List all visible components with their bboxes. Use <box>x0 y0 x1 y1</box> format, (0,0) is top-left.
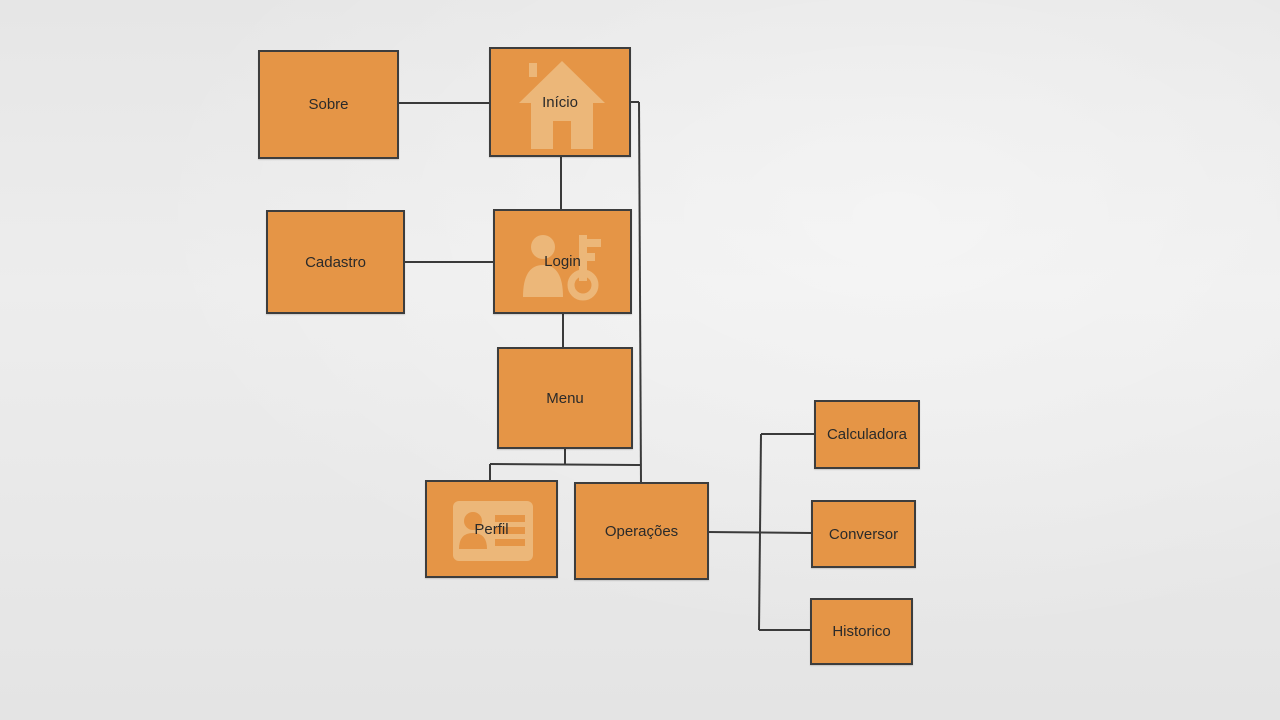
node-label: Perfil <box>474 520 509 538</box>
id-card-icon <box>453 501 533 561</box>
node-menu[interactable]: Menu <box>497 347 633 449</box>
node-perfil[interactable]: Perfil <box>425 480 558 578</box>
node-login[interactable]: Login <box>493 209 632 314</box>
connector-menu-bus <box>489 463 642 466</box>
node-label: Conversor <box>828 525 899 543</box>
node-sobre[interactable]: Sobre <box>258 50 399 159</box>
node-label: Menu <box>546 389 584 407</box>
user-key-icon <box>523 235 601 301</box>
node-label: Calculadora <box>826 426 908 443</box>
connector-right-trunk <box>758 433 762 631</box>
node-operacoes[interactable]: Operações <box>574 482 709 580</box>
house-icon <box>519 61 605 149</box>
node-conversor[interactable]: Conversor <box>811 500 916 568</box>
node-historico[interactable]: Historico <box>810 598 913 665</box>
node-cadastro[interactable]: Cadastro <box>266 210 405 314</box>
node-label: Operações <box>604 522 679 540</box>
connector-inicio-operacoes <box>638 101 642 484</box>
node-label: Login <box>544 253 581 270</box>
node-label: Sobre <box>308 96 349 113</box>
node-label: Historico <box>832 623 891 640</box>
node-inicio[interactable]: Início <box>489 47 631 157</box>
node-calculadora[interactable]: Calculadora <box>814 400 920 469</box>
node-label: Cadastro <box>305 253 366 271</box>
node-label: Início <box>542 93 578 111</box>
